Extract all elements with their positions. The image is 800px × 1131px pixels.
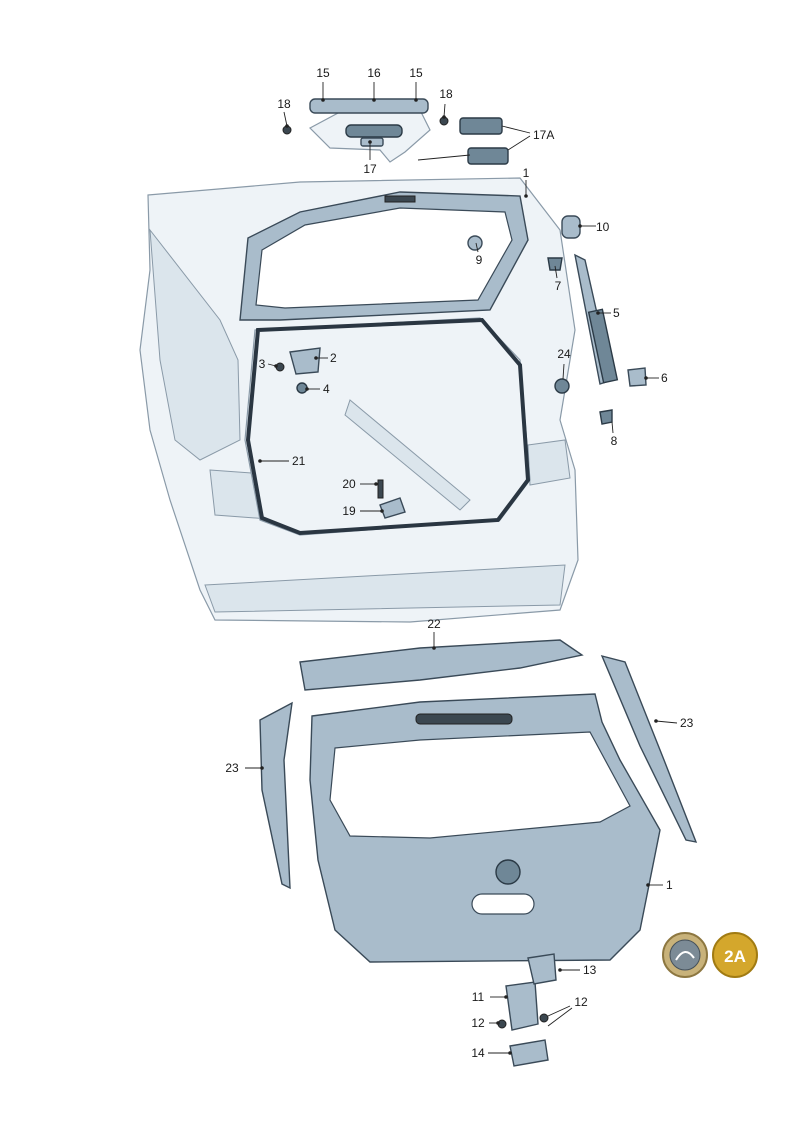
- callout-3: 3: [259, 357, 266, 371]
- tailgate-1: [309, 693, 661, 963]
- badge-2a: 2A: [712, 932, 758, 978]
- callout-labels: 15 16 15 18 18 17A 17 1 10 9 7 5 6 8 24 …: [225, 66, 693, 1060]
- callout-11: 11: [472, 990, 485, 1004]
- callout-12-right: 12: [574, 995, 588, 1009]
- callout-16: 16: [367, 66, 381, 80]
- callout-2: 2: [330, 351, 337, 365]
- callout-17: 17: [363, 162, 377, 176]
- trim-right-23: [600, 654, 698, 843]
- tailgate-open: [239, 191, 529, 321]
- ball-stud-6: [627, 367, 647, 387]
- callout-15-left: 15: [316, 66, 330, 80]
- lock-striker-19: [379, 497, 406, 519]
- callout-18-left: 18: [277, 97, 291, 111]
- callout-22: 22: [427, 617, 441, 631]
- tailgate-seal-21: [245, 317, 531, 536]
- nut-4: [296, 382, 308, 394]
- callout-12-left: 12: [471, 1016, 485, 1030]
- callout-13: 13: [583, 963, 597, 977]
- screw-20: [377, 479, 384, 499]
- hinge-2: [289, 347, 321, 375]
- callout-1-top: 1: [523, 166, 530, 180]
- callout-24: 24: [557, 347, 571, 361]
- lock-11: [505, 981, 539, 1031]
- spoiler-22: [299, 639, 584, 691]
- callout-7: 7: [555, 279, 562, 293]
- grommet-9: [467, 235, 483, 251]
- callout-23-right: 23: [680, 716, 694, 730]
- callout-17a: 17A: [533, 128, 554, 142]
- callout-1-bottom: 1: [666, 878, 673, 892]
- callout-19: 19: [342, 504, 356, 518]
- bracket-7: [547, 257, 563, 271]
- gas-strut-5: [574, 253, 619, 385]
- number-plate-light-assembly: [282, 98, 509, 165]
- bolt-8: [599, 409, 613, 425]
- callout-15-right: 15: [409, 66, 423, 80]
- callout-21: 21: [292, 454, 306, 468]
- callout-18-right: 18: [439, 87, 453, 101]
- callout-9: 9: [476, 253, 483, 267]
- trim-left-23: [259, 701, 293, 890]
- brand-emblem-icon: [662, 932, 708, 978]
- callout-6: 6: [661, 371, 668, 385]
- callout-23-left: 23: [225, 761, 239, 775]
- trim-14: [509, 1039, 549, 1067]
- callout-14: 14: [471, 1046, 485, 1060]
- callout-4: 4: [323, 382, 330, 396]
- buffer-10: [561, 215, 581, 239]
- leader-lines: [245, 82, 678, 1055]
- badge-label: 2A: [724, 947, 746, 966]
- callout-8: 8: [611, 434, 618, 448]
- nut-12-right: [539, 1013, 549, 1023]
- callout-5: 5: [613, 306, 620, 320]
- stop-buffer-24: [554, 378, 570, 394]
- cover-13: [527, 953, 557, 985]
- callout-10: 10: [596, 220, 610, 234]
- callout-20: 20: [342, 477, 356, 491]
